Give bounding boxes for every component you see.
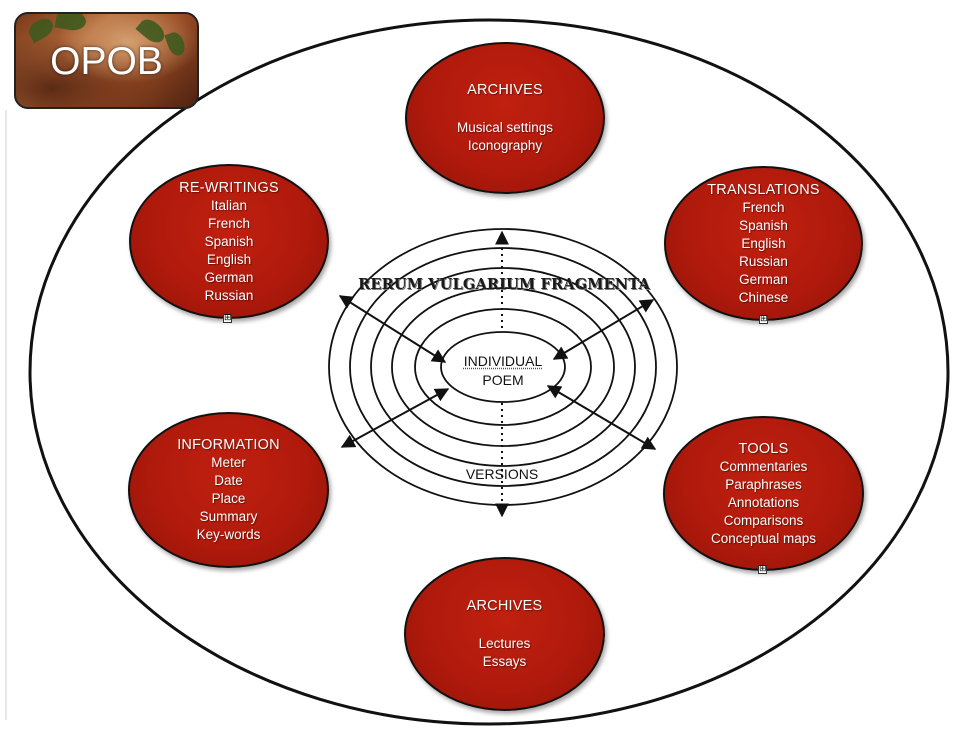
- arrow-information: [340, 388, 450, 448]
- arrow-translations: [552, 299, 655, 360]
- rewritings-item: French: [207, 215, 251, 231]
- logo-text: OPOB: [50, 40, 163, 83]
- translations-node[interactable]: TRANSLATIONS French Spanish English Russ…: [664, 166, 863, 321]
- rewritings-item: Spanish: [204, 233, 254, 249]
- tools-item: Commentaries: [719, 458, 808, 474]
- opob-logo[interactable]: OPOB: [14, 12, 199, 109]
- arrow-tools: [546, 385, 657, 450]
- archives-top-item: Iconography: [467, 138, 543, 153]
- arrow-rewritings: [338, 295, 447, 363]
- tools-item: Paraphrases: [725, 476, 802, 492]
- archives-bottom-item: Lectures: [478, 636, 531, 651]
- translations-item: Chinese: [738, 289, 789, 305]
- rewritings-expand-icon[interactable]: ⊞: [223, 313, 232, 323]
- rewritings-item: Italian: [210, 197, 248, 213]
- individual-poem-line2: POEM: [482, 372, 524, 388]
- rewritings-title: RE-WRITINGS: [179, 179, 279, 196]
- ring-core: [440, 331, 566, 403]
- rewritings-item: English: [206, 251, 252, 267]
- translations-expand-icon[interactable]: ⊞: [759, 314, 768, 324]
- tools-item: Conceptual maps: [710, 530, 817, 546]
- information-item: Meter: [211, 455, 246, 470]
- translations-item: German: [739, 271, 788, 287]
- archives-bottom-node[interactable]: ARCHIVES Lectures Essays: [404, 557, 605, 711]
- individual-poem-line1: INDIVIDUAL: [463, 353, 543, 369]
- tools-item: Comparisons: [723, 512, 804, 528]
- information-item: Place: [211, 491, 246, 506]
- archives-top-title: ARCHIVES: [467, 82, 543, 98]
- archives-bottom-title: ARCHIVES: [466, 598, 543, 614]
- rewritings-item: German: [204, 269, 254, 285]
- translations-item: Spanish: [739, 217, 788, 233]
- translations-item: French: [742, 199, 785, 215]
- archives-top-item: Musical settings: [456, 120, 554, 135]
- archives-top-node[interactable]: ARCHIVES Musical settings Iconography: [405, 42, 605, 194]
- information-title: INFORMATION: [177, 437, 280, 453]
- translations-item: Russian: [739, 253, 788, 269]
- information-node[interactable]: INFORMATION Meter Date Place Summary Key…: [128, 412, 329, 568]
- rewritings-item: Russian: [204, 287, 254, 303]
- individual-poem-label: INDIVIDUAL POEM: [443, 352, 563, 390]
- translations-item: English: [741, 235, 786, 251]
- versions-label: VERSIONS: [465, 466, 539, 482]
- tools-item: Annotations: [727, 494, 800, 510]
- rewritings-node[interactable]: RE-WRITINGS Italian French Spanish Engli…: [129, 164, 329, 319]
- rerum-vulgarium-label: RERUM VULGARIUM FRAGMENTA: [358, 276, 650, 293]
- information-item: Date: [214, 473, 243, 488]
- tools-node[interactable]: TOOLS Commentaries Paraphrases Annotatio…: [663, 416, 864, 571]
- information-item: Key-words: [196, 527, 261, 542]
- outer-ellipse: [28, 18, 950, 726]
- tools-title: TOOLS: [738, 440, 789, 457]
- archives-bottom-item: Essays: [482, 654, 527, 669]
- tools-expand-icon[interactable]: ⊞: [758, 564, 767, 574]
- translations-title: TRANSLATIONS: [707, 181, 820, 198]
- information-item: Summary: [199, 509, 258, 524]
